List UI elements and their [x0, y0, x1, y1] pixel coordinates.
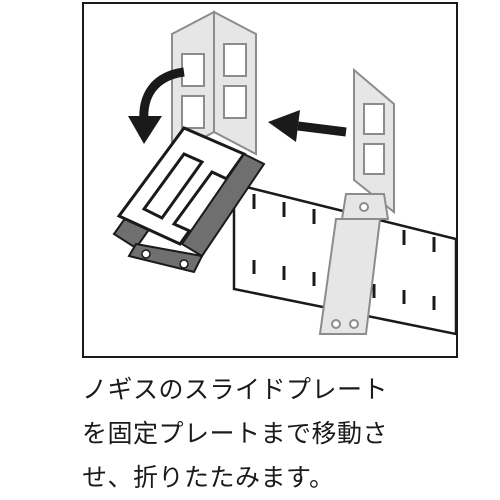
folded-caliper-plates [112, 126, 266, 274]
caption-line-1: ノギスのスライドプレート [82, 375, 389, 404]
ghost-upright-plate [171, 10, 257, 156]
caption-line-2: を固定プレートまで移動さ [82, 419, 389, 448]
rotate-arrow-icon [128, 67, 185, 144]
illustration-frame [82, 2, 458, 358]
caliper-illustration [112, 10, 456, 336]
caption-line-3: せ、折りたたみます。 [82, 463, 335, 492]
caption-text: ノギスのスライドプレート を固定プレートまで移動さ せ、折りたたみます。 [82, 368, 492, 500]
ghost-slide-plate [318, 67, 395, 335]
slide-arrow-icon [268, 110, 347, 142]
